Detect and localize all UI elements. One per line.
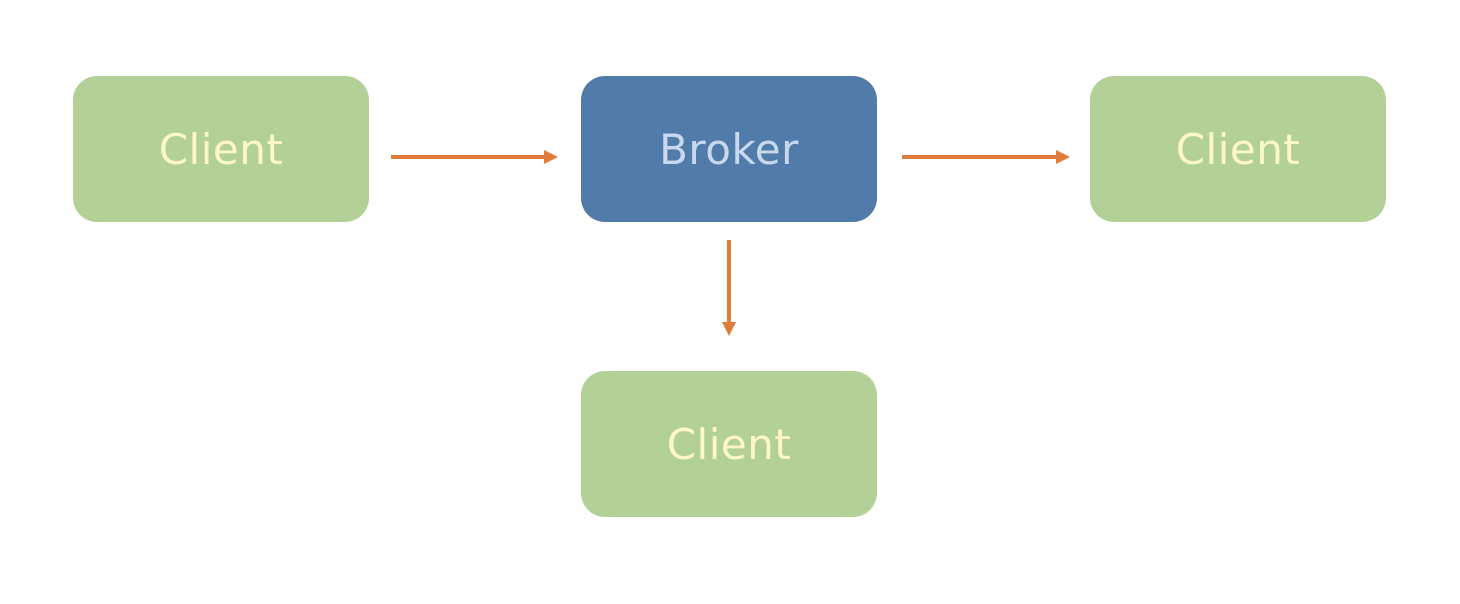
client-node-left: Client	[73, 76, 369, 222]
client-node-bottom: Client	[581, 371, 877, 517]
client-label: Client	[158, 124, 284, 174]
client-label: Client	[666, 419, 792, 469]
broker-label: Broker	[659, 124, 799, 174]
arrow-broker-to-client-bottom	[722, 240, 736, 336]
client-label: Client	[1175, 124, 1301, 174]
client-node-right: Client	[1090, 76, 1386, 222]
broker-node: Broker	[581, 76, 877, 222]
arrow-client-to-broker	[391, 150, 558, 164]
arrow-broker-to-client-right	[902, 150, 1070, 164]
